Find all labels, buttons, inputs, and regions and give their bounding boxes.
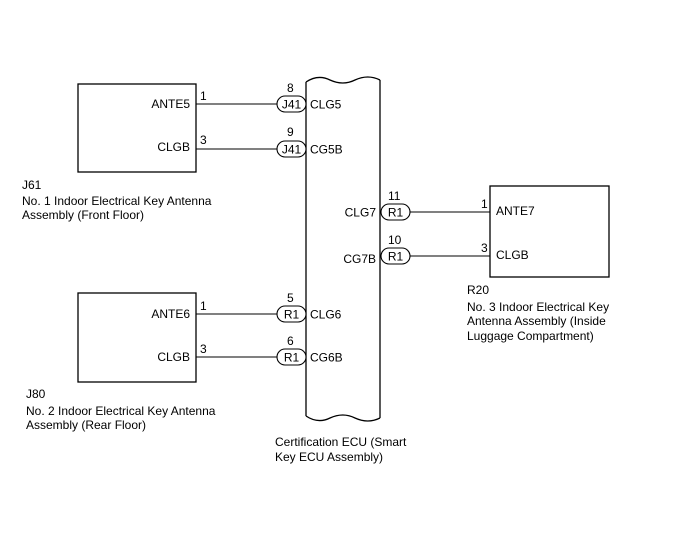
ecu-pin5-connector: R1 (284, 308, 300, 322)
j80-pin3-label: CLGB (157, 350, 190, 364)
ecu-pin11-number: 11 (388, 189, 401, 203)
r20-pin3-label: CLGB (496, 248, 529, 262)
r20-pin1-number: 1 (481, 197, 488, 211)
ecu-pin9-number: 9 (287, 125, 294, 139)
j61-pin1-label: ANTE5 (151, 97, 190, 111)
ecu-pin6-number: 6 (287, 334, 294, 348)
wire-ante6-clg6: 1 5 R1 CLG6 (196, 291, 342, 323)
ecu-pin8-label: CLG5 (310, 98, 342, 112)
r20-code: R20 (467, 283, 489, 297)
ecu-pin10-connector: R1 (388, 250, 404, 264)
component-j61: ANTE5 CLGB J61 No. 1 Indoor Electrical K… (22, 83, 212, 222)
ecu-name-line2: Key ECU Assembly) (275, 450, 383, 464)
ecu-pin11-label: CLG7 (345, 206, 377, 220)
r20-name-line2: Antenna Assembly (Inside (467, 314, 606, 328)
j80-pin1-number: 1 (200, 299, 207, 313)
ecu-pin8-number: 8 (287, 81, 294, 95)
ecu-body (305, 76, 381, 422)
ecu-name-line1: Certification ECU (Smart (275, 435, 407, 449)
connector-j41-pin8 (276, 95, 307, 113)
component-j80: ANTE6 CLGB J80 No. 2 Indoor Electrical K… (26, 292, 216, 432)
j61-name-line1: No. 1 Indoor Electrical Key Antenna (22, 194, 212, 208)
ecu-pin9-label: CG5B (310, 143, 343, 157)
j61-code: J61 (22, 178, 42, 192)
wire-cg7b-clgb: CG7B 10 R1 3 (343, 233, 490, 266)
wire-clgb-cg6b: 3 6 R1 CG6B (196, 334, 343, 366)
j61-pin1-number: 1 (200, 89, 207, 103)
component-r20: ANTE7 CLGB R20 No. 3 Indoor Electrical K… (467, 185, 610, 343)
r20-name-line1: No. 3 Indoor Electrical Key (467, 300, 609, 314)
j61-pin3-label: CLGB (157, 140, 190, 154)
r20-name-line3: Luggage Compartment) (467, 329, 594, 343)
connector-r1-pin6 (276, 348, 307, 366)
r20-pin1-label: ANTE7 (496, 204, 535, 218)
connector-r1-pin11 (380, 203, 411, 221)
ecu-pin10-number: 10 (388, 233, 402, 247)
j80-name-line2: Assembly (Rear Floor) (26, 418, 146, 432)
ecu-pin5-label: CLG6 (310, 308, 342, 322)
j80-code: J80 (26, 387, 46, 401)
ecu-pin8-connector: J41 (282, 98, 302, 112)
j61-name-line2: Assembly (Front Floor) (22, 208, 144, 222)
connector-r1-pin10 (380, 247, 411, 265)
j80-pin3-number: 3 (200, 342, 207, 356)
ecu-pin9-connector: J41 (282, 143, 302, 157)
wire-ante5-clg5: 1 8 J41 CLG5 (196, 81, 342, 113)
wire-clg7-ante7: CLG7 11 R1 1 (345, 189, 490, 221)
connector-r1-pin5 (276, 305, 307, 323)
j61-pin3-number: 3 (200, 133, 207, 147)
connector-j41-pin9 (276, 140, 307, 158)
ecu-pin6-connector: R1 (284, 351, 300, 365)
j80-name-line1: No. 2 Indoor Electrical Key Antenna (26, 404, 216, 418)
wire-clgb-cg5b: 3 9 J41 CG5B (196, 125, 343, 158)
ecu-pin5-number: 5 (287, 291, 294, 305)
ecu-pin11-connector: R1 (388, 206, 404, 220)
j80-pin1-label: ANTE6 (151, 307, 190, 321)
r20-pin3-number: 3 (481, 241, 488, 255)
ecu-pin10-label: CG7B (343, 252, 376, 266)
ecu-pin6-label: CG6B (310, 351, 343, 365)
